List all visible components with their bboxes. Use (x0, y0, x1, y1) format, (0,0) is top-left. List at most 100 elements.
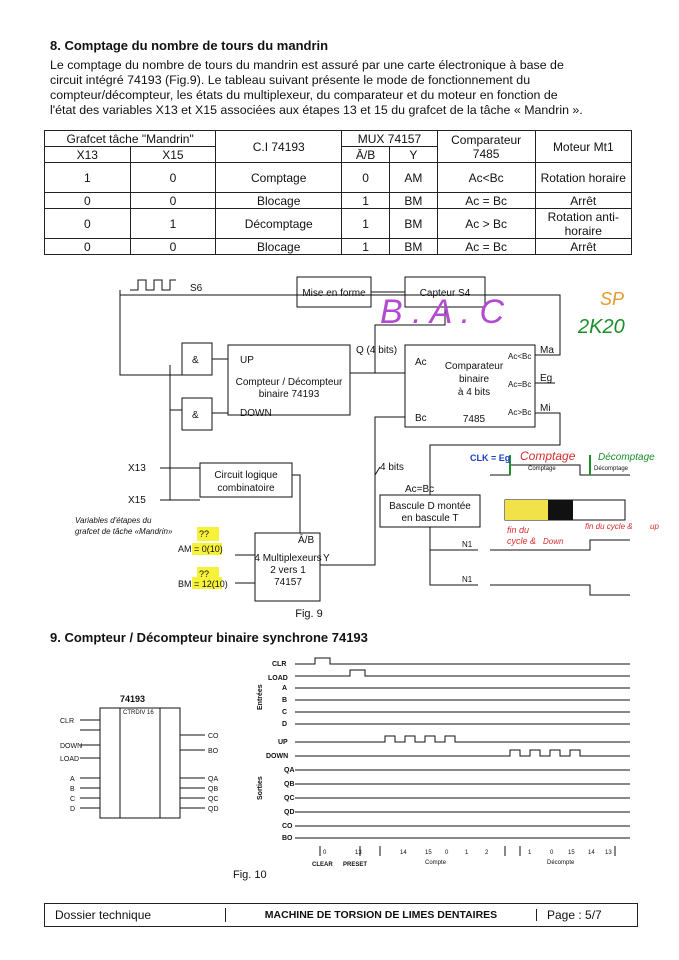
eg-label: Eg (540, 373, 552, 384)
cell: Rotation anti-horaire (534, 208, 633, 239)
timing-label: B (282, 697, 287, 704)
footer-right: Page : 5/7 (547, 908, 602, 922)
comptage-small-label: Comptage (528, 466, 556, 472)
cell: BM (389, 208, 438, 239)
cell: AM (389, 162, 438, 193)
bc-label: Bc (415, 413, 427, 424)
timing-label: D (282, 721, 287, 728)
pin-label: LOAD (60, 756, 79, 763)
comptage-note: Comptage (520, 449, 576, 463)
variables-note: Variables d'étapes du (75, 516, 152, 525)
handwritten-sp: SP (600, 289, 624, 309)
aeq-label: Ac=Bc (508, 380, 531, 389)
comparateur-label: binaire (459, 374, 489, 385)
unknown-mark: ?? (199, 529, 209, 539)
timing-num: 13 (355, 850, 362, 856)
preset-label: PRESET (343, 862, 367, 868)
decompte-label: Décompte (547, 860, 575, 866)
pin-label: QC (208, 796, 219, 803)
timing-label: A (282, 685, 287, 692)
th-ab: Ā/B (341, 146, 390, 163)
cell: 1 (341, 238, 390, 255)
pin-label: CLR (60, 718, 74, 725)
pin-label: A (70, 776, 75, 783)
cell: Rotation horaire (534, 162, 633, 193)
x13-label: X13 (128, 463, 146, 474)
cell: 1 (341, 192, 390, 209)
mise-en-forme-label: Mise en forme (302, 288, 366, 299)
pin-label: QD (208, 806, 219, 813)
timing-label: LOAD (268, 675, 288, 682)
cell: BM (389, 238, 438, 255)
decomptage-note: Décomptage (598, 452, 655, 463)
timing-label: CLR (272, 661, 286, 668)
mux-label: 74157 (274, 577, 302, 588)
cell: Arrêt (534, 238, 633, 255)
timing-label: QC (284, 795, 295, 802)
and-gate-label: & (192, 355, 199, 366)
pin-label: B (70, 786, 75, 793)
y-label: Y (323, 553, 330, 564)
cell: Ac > Bc (436, 208, 536, 239)
th-y: Y (389, 146, 438, 163)
bascule-label: Bascule D montée (389, 501, 471, 512)
table-row: 0 0 Blocage 1 BM Ac = Bc Arrêt (44, 192, 633, 209)
compte-label: Compte (425, 860, 447, 866)
entrees-label: Entrées (257, 684, 264, 710)
cell: 0 (44, 208, 131, 239)
table-row: 0 1 Décomptage 1 BM Ac > Bc Rotation ant… (44, 208, 633, 239)
para-line: circuit intégré 74193 (Fig.9). Le tablea… (50, 73, 531, 87)
timing-label: C (282, 709, 287, 716)
mux-label: 4 Multiplexeurs (254, 553, 321, 564)
n1bar-label: N1 (462, 575, 473, 584)
cell: Ac<Bc (436, 162, 536, 193)
cell: Ac = Bc (436, 238, 536, 255)
section8-title: 8. Comptage du nombre de tours du mandri… (50, 38, 329, 53)
cell: Blocage (215, 238, 343, 255)
pin-label: CO (208, 733, 219, 740)
th-mux: MUX 74157 (341, 130, 438, 147)
fin-cycle-up-note: fin du cycle & (585, 522, 633, 531)
pin-label: BO (208, 748, 219, 755)
timing-label: DOWN (266, 753, 288, 760)
timing-num: 0 (550, 850, 554, 856)
s6-label: S6 (190, 283, 203, 294)
ab-label: Ā/B (298, 534, 314, 546)
th-x13: X13 (44, 146, 131, 163)
clear-label: CLEAR (312, 862, 333, 868)
compteur-label: binaire 74193 (259, 389, 320, 400)
section8-paragraph: Le comptage du nombre de tours du mandri… (50, 58, 632, 118)
th-grafcet: Grafcet tâche "Mandrin" (43, 130, 217, 147)
pin-label: D (70, 806, 75, 813)
n1-label: N1 (462, 540, 473, 549)
th-ci: C.I 74193 (215, 130, 343, 163)
timing-num: 14 (400, 850, 407, 856)
pin-label: QA (208, 776, 218, 783)
timing-label: CO (282, 823, 293, 830)
timing-num: 0 (445, 850, 449, 856)
handwritten-2k20: 2K20 (577, 316, 625, 338)
timing-num: 14 (588, 850, 595, 856)
compteur-label: Compteur / Décompteur (236, 377, 343, 388)
timing-num: 15 (425, 850, 432, 856)
ac-eq-bc-label: Ac=Bc (405, 484, 434, 495)
circuit-logique-label: combinatoire (217, 483, 275, 494)
up-label: UP (240, 355, 254, 366)
variables-note: grafcet de tâche «Mandrin» (75, 527, 173, 536)
up-note: up (650, 522, 659, 531)
handwritten-bac: B . A . C (380, 293, 505, 331)
mi-label: Mi (540, 403, 551, 414)
fig9-diagram: S6 Mise en forme Capteur S4 Q (4 bits) A… (75, 276, 659, 620)
am-label: AM = 0(10) (178, 544, 223, 554)
timing-label: UP (278, 739, 288, 746)
timing-label: BO (282, 835, 293, 842)
fin-cycle-note: fin du (507, 525, 529, 535)
circuit-logique-label: Circuit logique (214, 470, 278, 481)
fig10-caption: Fig. 10 (233, 869, 267, 881)
bm-label: BM = 12(10) (178, 579, 228, 589)
down-label: DOWN (240, 408, 272, 419)
th-comparateur: Comparateur 7485 (436, 130, 536, 163)
timing-label: QB (284, 781, 295, 788)
down-note: Down (543, 537, 564, 546)
cell: 0 (44, 192, 131, 209)
